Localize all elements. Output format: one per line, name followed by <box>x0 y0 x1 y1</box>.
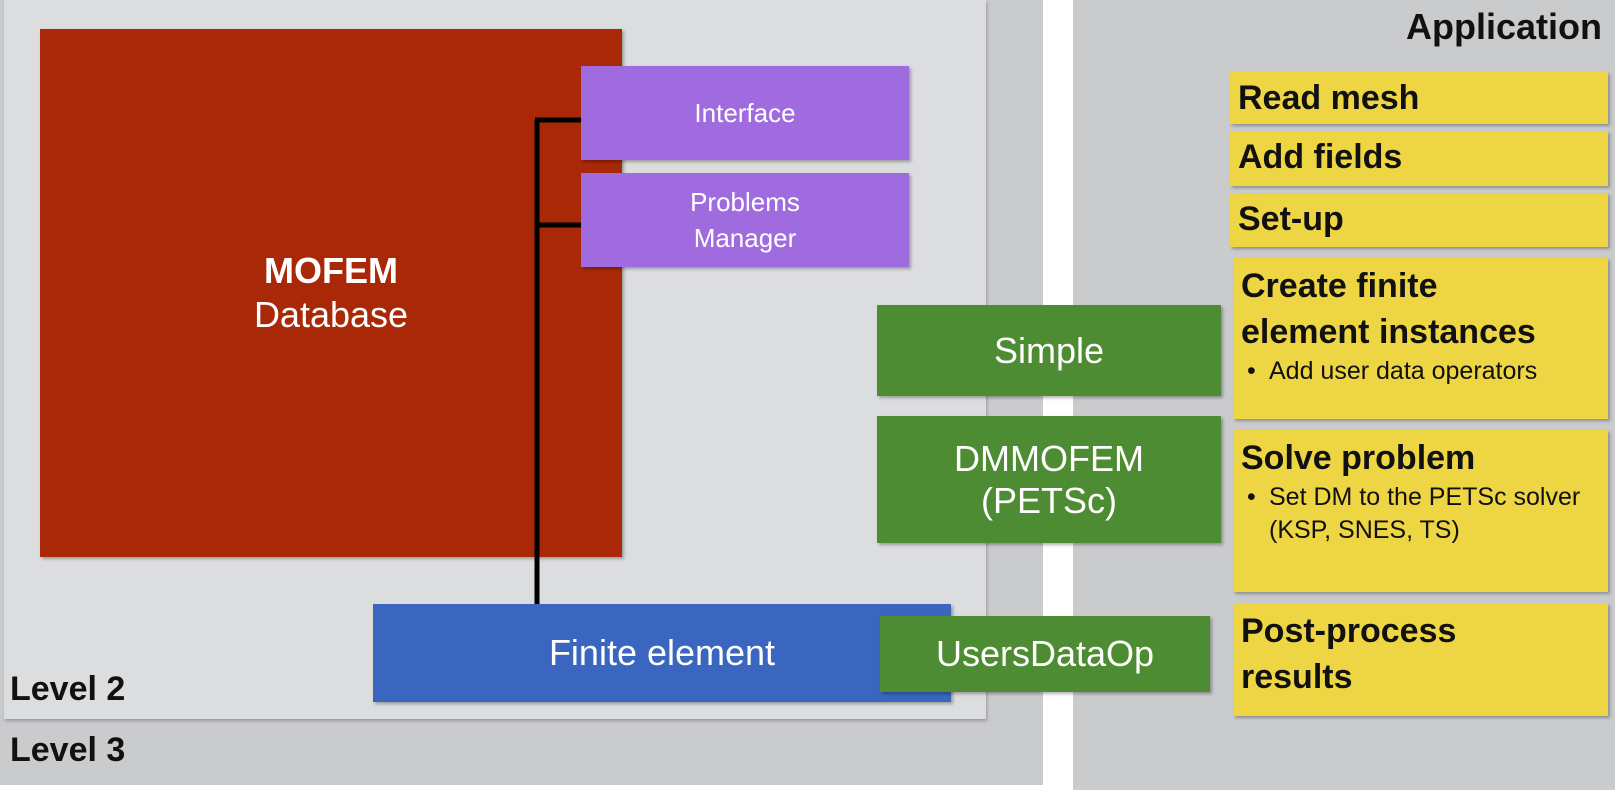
step-title: Set-up <box>1238 200 1344 238</box>
mofem-title: MOFEM <box>264 250 398 291</box>
finite-element-box: Finite element <box>373 604 951 702</box>
simple-box: Simple <box>877 305 1221 396</box>
step-title-line1: Post-process <box>1241 612 1457 650</box>
step-post-process-results: Post-process results <box>1233 603 1608 716</box>
bullet-dot-icon: • <box>1247 357 1256 385</box>
step-read-mesh: Read mesh <box>1230 72 1608 124</box>
step-title-line2: element instances <box>1241 313 1536 351</box>
dmmofem-box: DMMOFEM (PETSc) <box>877 416 1221 543</box>
step-create-finite-element-instances: Create finite element instances • Add use… <box>1233 258 1608 419</box>
step-title-line1: Create finite <box>1241 267 1438 305</box>
step-title: Solve problem <box>1241 439 1476 477</box>
bullet-text: Add user data operators <box>1269 357 1538 385</box>
users-data-op-box: UsersDataOp <box>880 616 1210 692</box>
step-title: Add fields <box>1238 138 1403 176</box>
interface-label: Interface <box>694 98 796 128</box>
bullet-text: Set DM to the PETSc solver (KSP, SNES, T… <box>1269 483 1581 544</box>
mofem-database-box: MOFEM Database <box>40 29 622 557</box>
problems-manager-label-line1: Problems <box>690 187 800 217</box>
step-title: Read mesh <box>1238 79 1420 117</box>
mofem-subtitle: Database <box>253 294 409 335</box>
step-solve-problem: Solve problem • Set DM to the PETSc solve… <box>1233 430 1608 592</box>
step-bullet: • Add user data operators <box>1241 355 1608 388</box>
bullet-dot-icon: • <box>1247 483 1256 511</box>
interface-box: Interface <box>581 66 909 160</box>
step-add-fields: Add fields <box>1230 131 1608 186</box>
application-title: Application <box>1406 6 1602 47</box>
users-data-op-label: UsersDataOp <box>935 633 1155 674</box>
step-set-up: Set-up <box>1230 193 1608 247</box>
step-title-line2: results <box>1241 658 1353 696</box>
problems-manager-label-line2: Manager <box>693 223 797 253</box>
dmmofem-label-line2: (PETSc) <box>980 479 1117 521</box>
finite-element-label: Finite element <box>548 632 776 673</box>
level3-label: Level 3 <box>10 731 126 769</box>
simple-label: Simple <box>993 329 1105 371</box>
problems-manager-box: Problems Manager <box>581 173 909 267</box>
level2-label: Level 2 <box>10 670 126 708</box>
step-bullet: • Set DM to the PETSc solver (KSP, SNES, … <box>1241 481 1608 547</box>
dmmofem-label-line1: DMMOFEM <box>954 437 1144 479</box>
